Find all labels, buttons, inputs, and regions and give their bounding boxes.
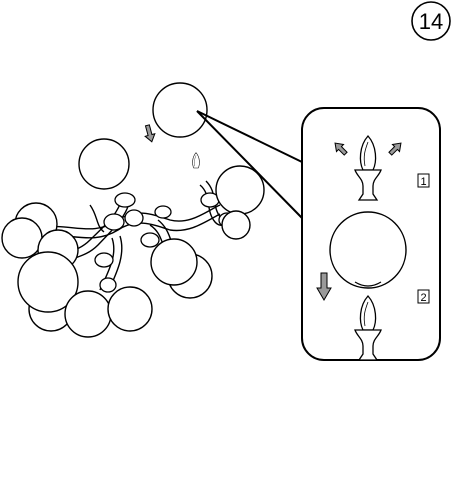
globe (221, 210, 251, 240)
detail-1: 1 (334, 135, 430, 201)
lift-arrow-left-icon (334, 142, 348, 156)
globe (1, 217, 43, 259)
globe-icon (329, 211, 407, 289)
arm-cup (114, 192, 136, 208)
label-1: 1 (420, 176, 426, 188)
arm-cup (99, 277, 117, 293)
detail-2: 2 (316, 211, 430, 361)
remove-arrow-small (144, 124, 156, 143)
chandelier-globes (1, 82, 265, 338)
globe (78, 138, 130, 190)
callout-leader (196, 110, 303, 219)
globe (64, 290, 112, 338)
push-down-arrow-icon (316, 272, 332, 301)
label-box-2 (417, 289, 430, 304)
arm-cup (154, 205, 172, 219)
candle-bulb-small (192, 152, 200, 169)
label-box-1 (417, 173, 430, 188)
globe (107, 286, 153, 332)
arm-cup (140, 232, 160, 248)
arm-cup (94, 252, 114, 268)
globe-being-removed (152, 82, 208, 138)
globe (17, 251, 79, 313)
step-badge: 14 (411, 1, 451, 41)
label-2: 2 (420, 292, 426, 304)
globe (150, 238, 198, 286)
step-number: 14 (419, 9, 443, 34)
arm-cup (103, 213, 125, 231)
arm-cup (124, 209, 144, 227)
step-badge-circle (411, 1, 451, 41)
lift-arrow-right-icon (388, 142, 402, 156)
